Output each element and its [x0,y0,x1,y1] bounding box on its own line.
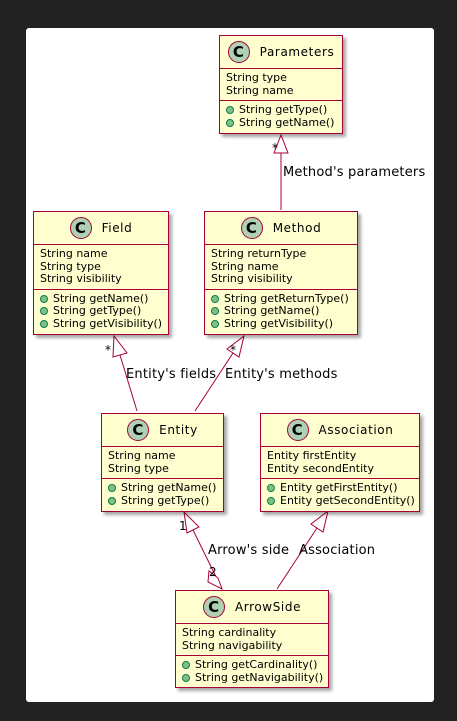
field: String name [226,83,294,97]
class-association[interactable]: C Association Entity firstEntity Entity … [260,413,420,512]
public-method-icon [40,319,48,328]
methods-section: String getCardinality() String getNaviga… [176,655,328,687]
public-method-icon [182,661,190,670]
class-header: C Association [261,414,419,447]
method: String getName() [239,115,335,129]
field: String name [40,247,108,260]
method: String getName() [53,291,149,305]
field: String returnType [211,247,307,260]
public-method-icon [211,294,219,303]
method: String getType() [121,493,210,507]
class-header: C Parameters [220,36,342,69]
fields-section: Entity firstEntity Entity secondEntity [261,447,419,478]
class-header: C ArrowSide [176,591,328,624]
field: String name [211,259,279,273]
method: String getNavigability() [195,670,324,684]
class-icon: C [286,419,309,441]
multiplicity-label: 1 [179,519,187,533]
method: String getVisibility() [53,316,163,330]
field: String cardinality [182,626,277,639]
class-icon: C [227,41,250,63]
relation-label-association: Association [299,543,376,558]
methods-section: Entity getFirstEntity() Entity getSecond… [261,478,419,510]
class-method[interactable]: C Method String returnType String name S… [204,211,358,335]
class-arrowside[interactable]: C ArrowSide String cardinality String na… [175,590,329,688]
class-name: Entity [159,423,198,437]
class-entity[interactable]: C Entity String name String type String … [101,413,224,512]
public-method-icon [211,307,219,316]
public-method-icon [40,307,48,316]
fields-section: String name String type String visibilit… [34,245,168,289]
class-name: Association [318,423,394,437]
field: Entity secondEntity [267,461,374,475]
fields-section: String name String type [102,447,223,478]
method: String getName() [224,304,320,317]
class-icon: C [240,217,263,239]
relation-label-entity-methods: Entity's methods [225,367,338,382]
field: String type [108,461,169,475]
fields-section: String returnType String name String vis… [205,245,357,289]
public-method-icon [108,484,116,493]
public-method-icon [226,106,234,115]
field: String type [40,259,101,273]
method: Entity getFirstEntity() [280,481,398,494]
relation-label-arrow-side: Arrow's side [208,543,290,558]
public-method-icon [267,484,275,493]
method: Entity getSecondEntity() [280,493,415,507]
field: String name [108,449,176,462]
fields-section: String cardinality String navigability [176,624,328,655]
class-header: C Entity [102,414,223,447]
field: Entity firstEntity [267,449,357,462]
methods-section: String getName() String getType() [102,478,223,510]
public-method-icon [40,294,48,303]
public-method-icon [211,319,219,328]
public-method-icon [182,673,190,682]
class-icon: C [69,217,92,239]
multiplicity-label: 2 [209,565,217,579]
class-header: C Field [34,212,168,245]
fields-section: String type String name [220,69,342,100]
class-name: Method [272,221,322,235]
multiplicity-label: * [105,343,111,357]
class-name: Parameters [259,45,335,59]
method: String getReturnType() [224,291,349,305]
class-field[interactable]: C Field String name String type String v… [33,211,169,335]
field: String visibility [211,272,293,285]
public-method-icon [267,496,275,505]
class-header: C Method [205,212,357,245]
multiplicity-label: * [272,141,278,155]
method: String getType() [239,103,328,116]
class-name: ArrowSide [234,600,302,614]
field: String visibility [40,272,122,285]
relation-label-entity-fields: Entity's fields [126,367,217,382]
method: String getType() [53,304,142,317]
class-parameters[interactable]: C Parameters String type String name Str… [219,35,343,134]
public-method-icon [108,496,116,505]
method: String getName() [121,481,217,494]
methods-section: String getName() String getType() String… [34,288,168,334]
class-icon: C [202,596,225,618]
methods-section: String getType() String getName() [220,100,342,132]
class-name: Field [101,221,133,235]
field: String navigability [182,638,283,652]
class-icon: C [127,419,150,441]
field: String type [226,71,287,84]
methods-section: String getReturnType() String getName() … [205,288,357,334]
multiplicity-label: * [230,343,236,357]
public-method-icon [226,118,234,127]
relation-label-method-parameters: Method's parameters [283,165,426,180]
method: String getVisibility() [224,316,334,330]
method: String getCardinality() [195,658,318,671]
